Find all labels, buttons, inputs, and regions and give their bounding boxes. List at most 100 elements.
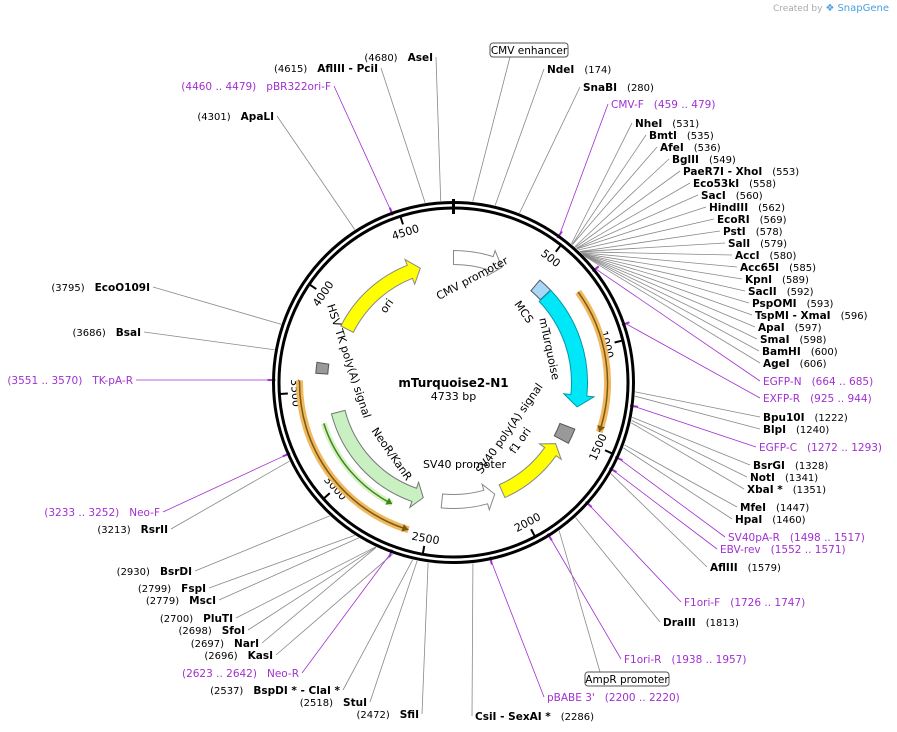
site-label: Bpu10I(1222) xyxy=(763,412,848,424)
site-position: (664 .. 685) xyxy=(812,376,874,388)
site-position: (4615) xyxy=(274,64,307,75)
leader-line xyxy=(275,553,393,656)
cmv-enhancer-box xyxy=(489,42,569,58)
ampr-promoter-leader xyxy=(558,530,601,673)
site-label: TK-pA-R(3551 .. 3570) xyxy=(7,375,133,387)
site-name: DraIII xyxy=(663,617,696,629)
site-label: AflIII - PciI(4615) xyxy=(274,63,378,75)
site-position: (925 .. 944) xyxy=(810,393,872,405)
leader-line xyxy=(276,115,356,230)
tick-mark xyxy=(614,339,623,344)
site-name: AseI xyxy=(408,52,433,64)
leader-line xyxy=(170,460,290,530)
snapgene-logo-icon: ❖ xyxy=(825,3,835,14)
neo-line xyxy=(323,423,393,505)
site-position: (600) xyxy=(811,347,838,358)
site-name: F1ori-F xyxy=(684,597,720,609)
tick-label: 1500 xyxy=(587,432,610,463)
site-position: (1938 .. 1957) xyxy=(671,654,746,666)
site-position: (2799) xyxy=(138,584,171,595)
site-name: EBV-rev xyxy=(720,544,761,556)
site-position: (2696) xyxy=(204,651,237,662)
site-label: XbaI *(1351) xyxy=(747,484,826,496)
site-label: pBR322ori-F(4460 .. 4479) xyxy=(181,81,331,93)
site-name: pBABE 3' xyxy=(547,692,595,704)
site-name: MscI xyxy=(189,595,216,607)
site-position: (2286) xyxy=(561,712,594,723)
site-position: (2537) xyxy=(210,686,243,697)
site-name: AfeI xyxy=(660,142,684,154)
leader-line xyxy=(578,218,715,251)
site-position: (4680) xyxy=(364,53,397,64)
site-name: F1ori-R xyxy=(624,654,661,666)
leader-line xyxy=(194,515,330,572)
site-position: (598) xyxy=(800,335,827,346)
site-label: BsrDI(2930) xyxy=(117,566,192,578)
leader-line xyxy=(494,68,545,206)
site-position: (2700) xyxy=(160,614,193,625)
tick-mark xyxy=(279,392,288,395)
site-name: SacII xyxy=(748,286,777,298)
site-name: AccI xyxy=(735,250,759,262)
leader-line xyxy=(631,419,748,478)
site-position: (3233 .. 3252) xyxy=(44,507,119,519)
site-name: PluTI xyxy=(203,613,233,625)
leader-line xyxy=(631,416,751,466)
site-name: XbaI * xyxy=(747,484,783,496)
credit-text: Created by xyxy=(772,3,823,14)
site-label: pBABE 3'(2200 .. 2220) xyxy=(547,692,680,704)
site-label: RsrII(3213) xyxy=(97,524,168,536)
site-label: HpaI(1460) xyxy=(735,514,806,526)
leader-line xyxy=(576,194,699,249)
site-position: (592) xyxy=(787,287,814,298)
leader-line xyxy=(575,517,661,623)
site-label: TspMI - XmaI(596) xyxy=(755,310,868,322)
site-label: PluTI (2700) xyxy=(160,613,233,625)
label-leader-lines xyxy=(135,56,761,717)
orf-line-left-head xyxy=(401,524,409,532)
site-name: BamHI xyxy=(762,346,801,358)
site-name: RsrII xyxy=(141,524,168,536)
site-label: SmaI (598) xyxy=(760,334,826,346)
site-name: HpaI xyxy=(735,514,762,526)
site-position: (535) xyxy=(687,131,714,142)
site-name: Acc65I xyxy=(740,262,779,274)
site-label: AseI (4680) xyxy=(364,52,433,64)
site-name: NheI xyxy=(635,118,662,130)
site-label: EBV-rev(1552 .. 1571) xyxy=(720,544,846,556)
site-position: (1579) xyxy=(748,563,781,574)
cmv-enhancer-leader xyxy=(472,56,511,202)
site-name: Neo-R xyxy=(267,668,299,680)
tick-label: 2000 xyxy=(512,510,543,535)
site-position: (593) xyxy=(807,299,834,310)
site-position: (3795) xyxy=(51,283,84,294)
site-position: (1272 .. 1293) xyxy=(807,442,882,454)
site-label: BmtI (535) xyxy=(649,130,714,142)
site-label: AgeI(606) xyxy=(763,358,827,370)
site-label: BlpI(1240) xyxy=(763,424,829,436)
site-name: SmaI xyxy=(760,334,790,346)
leader-line xyxy=(633,405,757,448)
tick-label: 4500 xyxy=(390,222,421,243)
site-position: (1726 .. 1747) xyxy=(730,597,805,609)
site-name: BmtI xyxy=(649,130,677,142)
leader-line xyxy=(421,562,429,715)
site-name: SfoI xyxy=(222,625,245,637)
site-name: HindIII xyxy=(709,202,748,214)
leader-line xyxy=(582,254,756,328)
site-name: BsaI xyxy=(116,327,141,339)
feature-label: MCS xyxy=(511,298,536,325)
site-label: EGFP-N(664 .. 685) xyxy=(763,376,873,388)
site-label: ApaI(597) xyxy=(758,322,822,334)
site-label: Neo-F(3233 .. 3252) xyxy=(44,507,160,519)
site-position: (2472) xyxy=(356,710,389,721)
site-position: (1341) xyxy=(785,473,818,484)
leader-line xyxy=(618,458,726,538)
tick-mark xyxy=(530,528,536,537)
feature-label: SV40 promoter xyxy=(423,458,507,471)
site-name: ApaI xyxy=(758,322,785,334)
leader-line xyxy=(583,254,758,340)
leader-line xyxy=(595,268,761,382)
site-position: (1240) xyxy=(796,425,829,436)
